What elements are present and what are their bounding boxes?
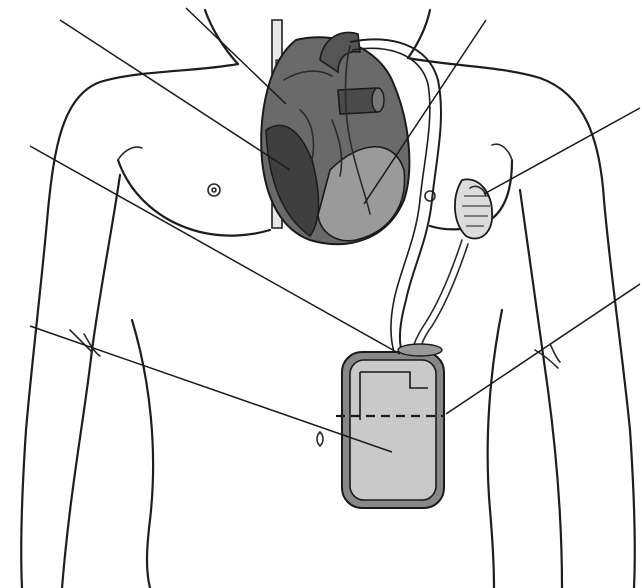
navel bbox=[317, 432, 323, 446]
heart bbox=[261, 32, 409, 244]
reservoir-chamber bbox=[455, 179, 492, 238]
leader-line-6 bbox=[30, 326, 392, 452]
implanted-device bbox=[336, 344, 444, 508]
leader-line-2 bbox=[186, 8, 286, 104]
leader-line-7 bbox=[446, 284, 640, 414]
leader-line-1 bbox=[60, 20, 290, 170]
